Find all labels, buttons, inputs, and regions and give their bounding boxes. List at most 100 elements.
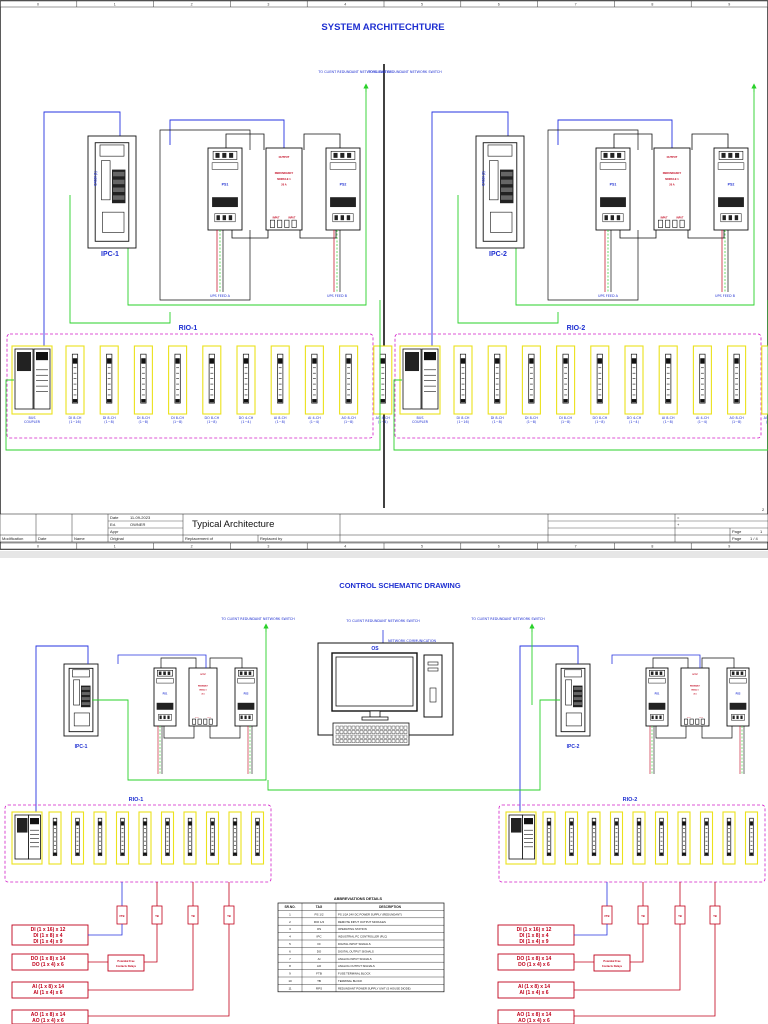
io-module	[761, 345, 768, 415]
io-module-foot	[143, 852, 147, 856]
wire	[557, 119, 673, 148]
abbr-tag: OS	[317, 927, 321, 931]
keyboard-key	[399, 725, 404, 730]
keyboard-key	[399, 734, 404, 739]
psu-terminal-screw	[333, 152, 338, 158]
io-module-led	[727, 821, 731, 826]
tb-date: Date	[38, 536, 47, 541]
io-module-label: AI 8-CH	[662, 416, 675, 420]
io-module-led	[705, 821, 708, 826]
psu-input-screw	[734, 215, 739, 221]
io-module-label: DO 4-CH	[627, 416, 642, 420]
bus-coupler-port	[511, 818, 522, 833]
tb-page-value: 1	[760, 529, 763, 534]
abbr-tag: PS 1/2	[314, 912, 323, 916]
psu-terminal-screw	[222, 152, 227, 158]
io-module-led	[107, 358, 112, 364]
wire	[92, 625, 267, 781]
signal-di-line: DI (1 x 4) x 9	[519, 939, 548, 945]
io-module-foot	[175, 399, 180, 403]
abbr-srno: 3	[289, 927, 291, 931]
io-module-led	[547, 821, 551, 826]
abbr-description: DIGITAL OUTPUT SIGNALS	[338, 949, 374, 953]
keyboard-key	[343, 725, 348, 730]
net-note-mid: TO CLIENT REDUNDANT NETWORK SWITCH	[345, 619, 420, 623]
ipc-port	[500, 187, 513, 192]
io-module-led	[211, 821, 214, 826]
io-module-foot	[666, 399, 671, 403]
tb-plus: +	[677, 522, 680, 527]
psu-logo-band	[237, 702, 255, 710]
io-module-label: AI 4-CH	[308, 416, 321, 420]
ipc-port	[112, 195, 125, 200]
io-module-label: AO 4-CH	[764, 416, 768, 420]
psu-input-screw	[651, 715, 654, 720]
psu-input-screw	[228, 215, 233, 221]
psu-label: PS1	[222, 183, 229, 187]
keyboard-key	[335, 734, 340, 739]
keyboard-key	[395, 739, 400, 743]
bus-coupler-label: BUS	[29, 416, 36, 420]
io-module-led	[460, 358, 466, 364]
io-module-foot	[53, 852, 57, 856]
keyboard-key	[379, 739, 384, 743]
ipc-port	[112, 179, 125, 185]
io-module-range: (1~8)	[663, 420, 673, 424]
ruler-number: 5	[421, 545, 423, 549]
psu-input-screw	[604, 215, 608, 221]
io-module-range: (1~8)	[526, 420, 536, 424]
ftb-label: FTB	[119, 914, 124, 918]
redundancy-label-2: MODULE 1	[691, 690, 699, 692]
io-module-label: DI 8-CH	[103, 416, 116, 420]
psu-terminal-screw	[650, 671, 654, 675]
keyboard-key	[383, 739, 388, 743]
tb-page-label-2: Page	[732, 536, 742, 541]
psu-terminal-screw	[603, 152, 608, 158]
keyboard-key	[359, 734, 364, 739]
psu-logo-band	[600, 197, 626, 208]
abbr-srno: 2	[289, 920, 291, 924]
redundancy-input-a: INPUT	[273, 218, 280, 220]
keyboard-key	[363, 725, 368, 730]
relay-label-2: Contacts Relays	[116, 964, 137, 968]
psu-logo-band	[156, 702, 174, 710]
ipc-port	[573, 697, 582, 700]
redundancy-label-3: 20 A	[669, 183, 675, 187]
io-module-led	[495, 358, 500, 364]
signal-di-line: DI (1 x 16) x 12	[31, 927, 66, 933]
page-marker: 2	[762, 507, 765, 512]
io-module-led	[615, 821, 618, 826]
io-module-foot	[98, 852, 102, 856]
os-monitor-screen	[335, 656, 414, 707]
redundancy-terminal	[270, 219, 275, 228]
keyboard-key	[379, 734, 384, 739]
wire	[611, 654, 701, 668]
io-module-label: AO 8-CH	[729, 416, 744, 420]
psu-label: PS1	[655, 693, 660, 696]
keyboard-key	[347, 734, 352, 739]
keyboard-key	[383, 725, 388, 730]
psu-input-screw	[736, 715, 739, 720]
abbr-tag: IPC	[316, 935, 322, 939]
keyboard-key	[375, 739, 380, 743]
wire	[515, 85, 755, 306]
psu-terminal-screw	[740, 671, 744, 675]
tb-ed-value: OWNER	[130, 522, 145, 527]
abbr-title: ABBREVIATIONS DETAILS	[334, 897, 383, 901]
io-module-foot	[380, 399, 385, 403]
io-module-range: (1~8)	[207, 420, 217, 424]
rio-enclosure	[498, 804, 766, 883]
psu-input-screw	[616, 215, 621, 221]
ipc-port	[112, 187, 125, 192]
ipc-top-terminal	[72, 669, 90, 678]
ups-feed-label: UPS FEED B	[327, 294, 348, 298]
keyboard-key	[367, 739, 372, 743]
redundancy-terminal	[208, 718, 213, 725]
keyboard-key	[359, 725, 364, 730]
abbr-description: OPERATING STATION	[338, 927, 367, 931]
redundancy-module	[680, 667, 710, 727]
wire	[691, 133, 729, 150]
ruler-number: 1	[114, 545, 116, 549]
abbr-header: SR.NO.	[285, 905, 296, 909]
keyboard-key	[351, 734, 356, 739]
